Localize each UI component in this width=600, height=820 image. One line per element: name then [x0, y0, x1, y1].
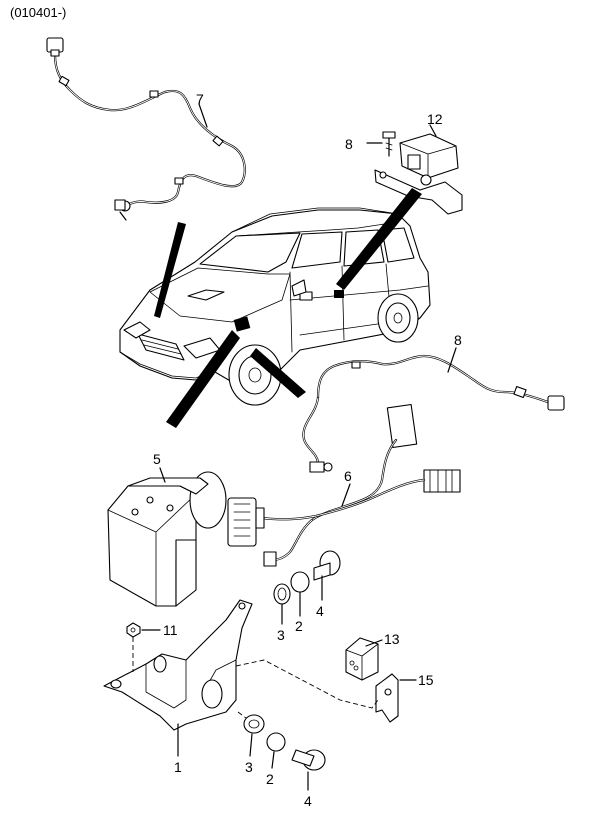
- harness-6: 6: [260, 403, 461, 567]
- callout-13: 12: [427, 111, 443, 127]
- callout-11: 8: [345, 136, 353, 152]
- nut-12: 11: [126, 622, 178, 672]
- callout-1: 1: [174, 759, 182, 775]
- callout-3-upper: 3: [277, 627, 285, 643]
- mount-set-upper: 3 2 4: [273, 550, 341, 643]
- header-code: (010401-): [10, 5, 66, 20]
- front-wheel-sensor-7: 7: [46, 37, 246, 221]
- bracket-1: 1: [103, 599, 253, 775]
- rear-wheel-sensor-8: 8: [302, 332, 565, 473]
- mount-set-lower: 3 2 4: [237, 711, 326, 809]
- relay-14: 13: [345, 631, 400, 681]
- callout-12: 11: [163, 622, 178, 638]
- vehicle: [119, 207, 431, 406]
- pointer-wedges: [154, 188, 422, 428]
- callout-3-lower: 3: [245, 759, 253, 775]
- callout-4-upper: 4: [316, 603, 324, 619]
- callout-4-lower: 4: [304, 793, 312, 809]
- callout-2-lower: 2: [266, 771, 274, 787]
- callout-8: 8: [454, 332, 462, 348]
- callout-5: 5: [153, 451, 161, 467]
- callout-2-upper: 2: [295, 618, 303, 634]
- callout-7: 7: [196, 91, 204, 107]
- sensor-assembly-13: 12: [374, 111, 463, 215]
- dashed-link: [235, 659, 379, 709]
- bolt-11: 8: [345, 131, 396, 157]
- relay-bracket-15: 15: [375, 672, 434, 723]
- callout-14: 13: [384, 631, 400, 647]
- callout-6: 6: [344, 468, 352, 484]
- abs-unit-5: 5: [107, 451, 265, 607]
- callout-15: 15: [418, 672, 434, 688]
